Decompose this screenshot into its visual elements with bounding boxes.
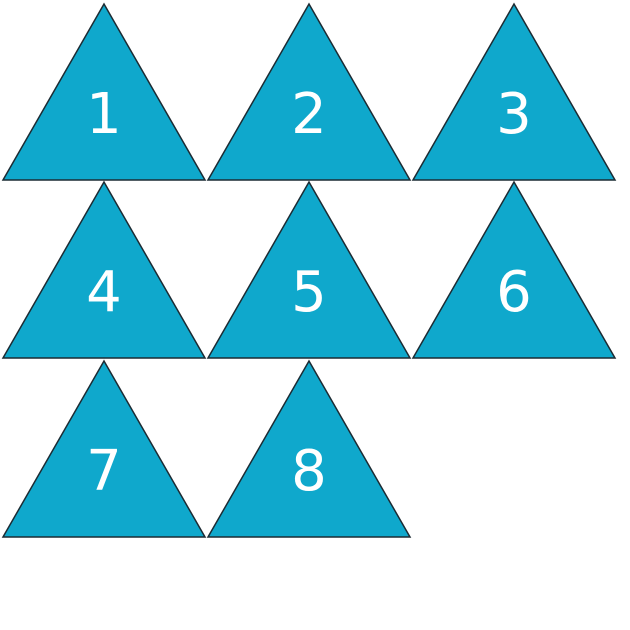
triangle-tile-2: 2 — [206, 2, 412, 181]
triangle-tile-8: 8 — [206, 359, 412, 538]
triangle-label: 8 — [291, 439, 327, 504]
triangle-tile-4: 4 — [1, 180, 207, 359]
triangle-shape — [206, 359, 412, 538]
triangle-tile-5: 5 — [206, 180, 412, 359]
triangle-label: 6 — [496, 260, 532, 325]
triangle-shape — [1, 180, 207, 359]
triangle-tile-1: 1 — [1, 2, 207, 181]
triangle-label: 7 — [86, 439, 122, 504]
triangle-shape — [1, 2, 207, 181]
triangle-tile-6: 6 — [411, 180, 617, 359]
triangle-shape — [206, 180, 412, 359]
triangle-shape — [206, 2, 412, 181]
triangle-label: 5 — [291, 260, 327, 325]
triangle-shape — [411, 2, 617, 181]
triangle-label: 1 — [86, 82, 122, 147]
triangle-tile-7: 7 — [1, 359, 207, 538]
triangle-shape — [1, 359, 207, 538]
triangle-tile-3: 3 — [411, 2, 617, 181]
triangle-label: 3 — [496, 82, 532, 147]
triangle-label: 4 — [86, 260, 122, 325]
triangle-shape — [411, 180, 617, 359]
triangle-label: 2 — [291, 82, 327, 147]
